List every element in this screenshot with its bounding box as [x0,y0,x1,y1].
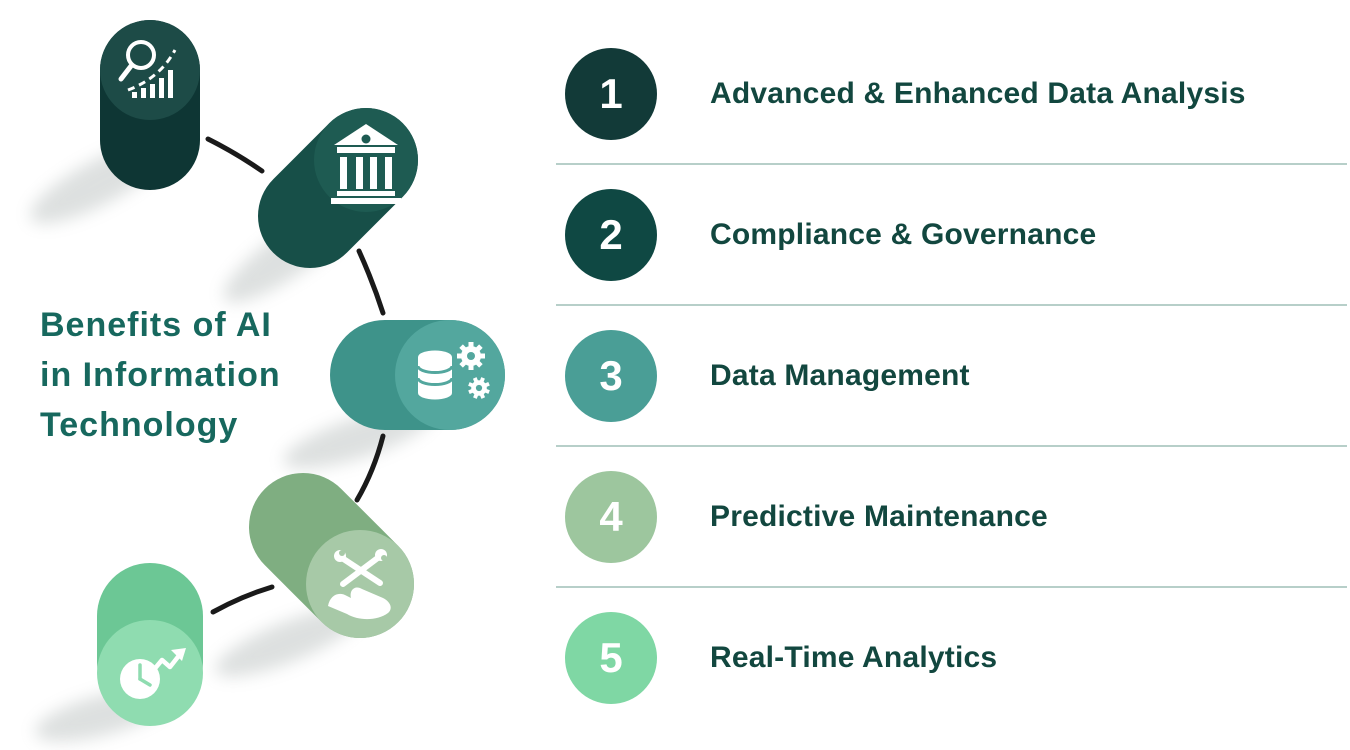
cylinder-realtime-analytics [97,563,203,726]
connector-arcs [205,136,386,615]
clock-trend-icon [120,648,186,699]
benefit-row-2: 2 Compliance & Governance [556,165,1347,306]
arc-1-2 [205,136,265,174]
arc-4-5 [210,584,275,615]
cylinder-compliance [258,108,418,268]
benefit-number: 3 [599,351,623,399]
benefit-label-2: Compliance & Governance [710,217,1097,251]
benefit-label-4: Predictive Maintenance [710,499,1048,533]
benefits-list: 1 Advanced & Enhanced Data Analysis 2 Co… [556,24,1347,727]
number-badge-2: 2 [565,188,657,281]
database-gears-icon [416,342,490,400]
title-line-2: in Information [40,356,281,394]
number-badge-1: 1 [565,47,657,140]
cylinder-predictive-maintenance [249,473,414,638]
title-line-3: Technology [40,406,239,444]
bank-icon [331,124,401,204]
hand-tools-icon [328,549,391,620]
ai-benefits-diagram: Benefits of AI in Information Technology [0,0,540,750]
cylinder-data-management [330,320,505,430]
benefit-number: 5 [599,633,623,681]
benefit-label-5: Real-Time Analytics [710,640,998,674]
number-badge-3: 3 [565,329,657,422]
arc-2-3 [356,248,386,316]
cylinder-data-analysis [100,20,200,190]
magnifier-chart-icon [118,40,177,98]
benefit-number: 2 [599,210,623,258]
benefit-number: 4 [599,492,623,540]
number-badge-4: 4 [565,470,657,563]
benefit-number: 1 [599,69,623,117]
benefit-row-5: 5 Real-Time Analytics [556,588,1347,727]
benefit-row-3: 3 Data Management [556,306,1347,447]
cylinder-cycle-graphic [30,20,505,742]
benefit-label-3: Data Management [710,358,970,392]
benefit-label-1: Advanced & Enhanced Data Analysis [710,76,1246,110]
number-badge-5: 5 [565,611,657,704]
page-title: Benefits of AI in Information Technology [40,300,360,450]
arc-3-4 [354,433,386,503]
title-line-1: Benefits of AI [40,306,272,344]
benefit-row-4: 4 Predictive Maintenance [556,447,1347,588]
benefit-row-1: 1 Advanced & Enhanced Data Analysis [556,24,1347,165]
